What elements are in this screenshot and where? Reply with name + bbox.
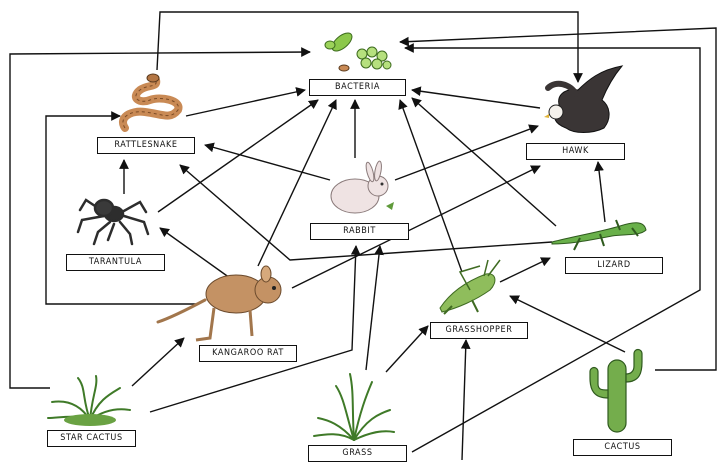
rabbit-illustration (330, 160, 394, 214)
arrow-lizard-to-bacteria (411, 97, 557, 227)
arrow-tarantula-to-bacteria (157, 99, 319, 213)
arrow-rattlesnake-to-bacteria (185, 87, 306, 117)
tarantula-illustration (76, 198, 150, 246)
arrow-kangaroo-rat-to-tarantula (159, 227, 231, 279)
arrow-rattlesnake-to-hawk (156, 11, 583, 83)
arrow-lizard-to-rattlesnake (179, 164, 553, 261)
label-star-cactus: STAR CACTUS (47, 430, 136, 447)
arrow-rabbit-to-rattlesnake (204, 142, 331, 181)
arrow-grass-to-bacteria (404, 43, 701, 453)
label-grass: GRASS (308, 445, 407, 462)
label-rattlesnake: RATTLESNAKE (97, 137, 195, 154)
rattlesnake-illustration (119, 73, 183, 132)
arrow-grasshopper-to-bacteria (398, 99, 463, 273)
star-cactus-illustration (47, 375, 131, 426)
lizard-illustration (551, 219, 647, 251)
kangaroo-rat-illustration (156, 265, 282, 342)
arrow-to-grasshopper-from-below (460, 339, 471, 460)
arrow-cactus-to-grasshopper (509, 295, 626, 353)
label-tarantula: TARANTULA (66, 254, 165, 271)
arrow-grass-to-rabbit (365, 245, 384, 371)
arrow-hawk-to-bacteria (411, 86, 541, 109)
arrow-rabbit-to-hawk (394, 124, 539, 181)
cactus-illustration (589, 348, 643, 433)
arrow-grass-to-grasshopper (385, 325, 429, 373)
label-cactus: CACTUS (573, 439, 672, 456)
arrow-kangaroo-rat-to-hawk (291, 165, 541, 289)
bacteria-illustration (324, 32, 392, 72)
label-hawk: HAWK (526, 143, 625, 160)
label-kangaroo-rat: KANGAROO RAT (199, 345, 297, 362)
label-lizard: LIZARD (565, 257, 663, 274)
arrow-cactus-to-bacteria (399, 27, 717, 371)
arrow-star-cactus-to-rabbit (149, 245, 361, 413)
arrows (9, 11, 717, 460)
arrow-star-cactus-to-bacteria (9, 47, 311, 389)
grass-illustration (313, 373, 395, 441)
label-bacteria: BACTERIA (309, 79, 406, 96)
arrow-kangaroo-rat-to-rattlesnake-loop (45, 111, 198, 305)
label-grasshopper: GRASSHOPPER (430, 322, 528, 339)
arrow-kangaroo-rat-to-bacteria (257, 99, 337, 267)
hawk-illustration (544, 65, 624, 133)
arrow-grasshopper-to-lizard (499, 257, 551, 283)
arrow-lizard-to-hawk (594, 161, 606, 223)
label-rabbit: RABBIT (310, 223, 409, 240)
arrow-star-cactus-to-kangaroo-rat (131, 337, 185, 387)
grasshopper-illustration (439, 259, 501, 315)
